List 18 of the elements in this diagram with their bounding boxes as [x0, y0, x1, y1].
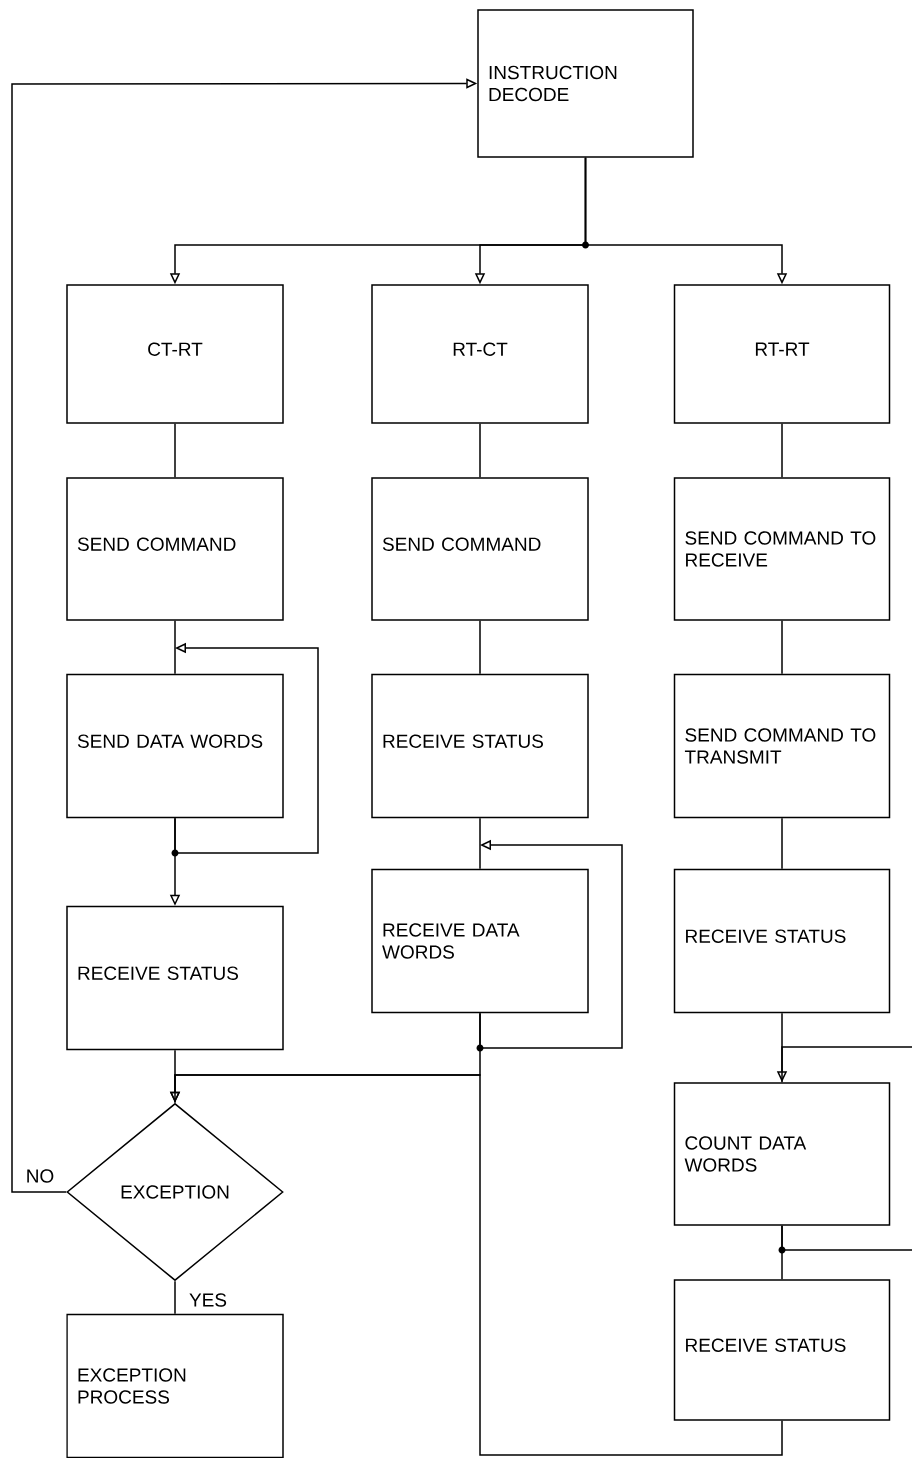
process-box: RECEIVE STATUS — [673, 1279, 891, 1421]
edge-label: NO — [27, 1169, 54, 1183]
process-box: EXCEPTION PROCESS — [66, 1313, 284, 1458]
process-box: SEND COMMAND TO TRANSMIT — [673, 673, 891, 819]
process-box: RECEIVE DATA WORDS — [371, 868, 589, 1014]
process-box: INSTRUCTION DECODE — [477, 9, 694, 158]
process-box: SEND COMMAND — [66, 477, 284, 621]
process-box: SEND COMMAND — [371, 477, 589, 621]
process-box: RT-CT — [371, 284, 589, 424]
process-box: SEND COMMAND TO RECEIVE — [673, 477, 891, 621]
process-box: COUNT DATA WORDS — [673, 1082, 891, 1226]
process-box: RECEIVE STATUS — [371, 673, 589, 819]
process-box: CT-RT — [66, 284, 284, 424]
process-box: RT-RT — [673, 284, 891, 424]
process-box: RECEIVE STATUS — [66, 905, 284, 1051]
edge-label: YES — [189, 1293, 227, 1307]
process-box: RECEIVE STATUS — [673, 868, 891, 1014]
process-box: SEND DATA WORDS — [66, 673, 284, 819]
